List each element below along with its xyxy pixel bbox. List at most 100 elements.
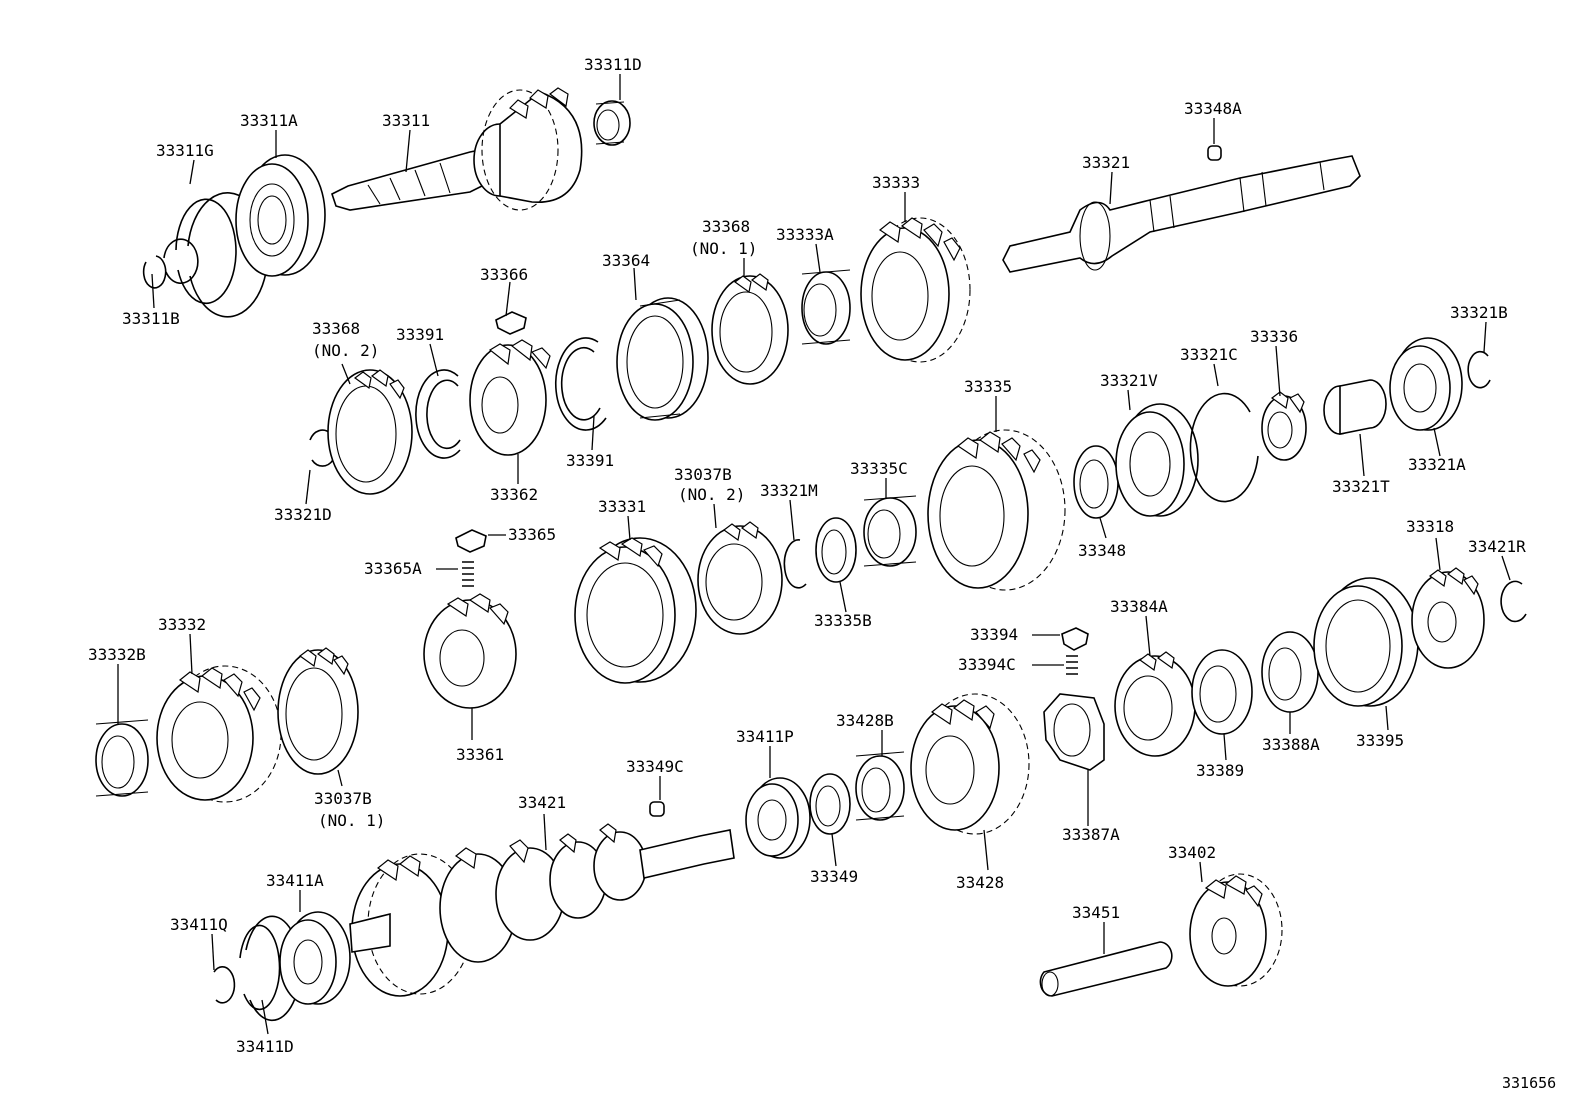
part-33336-gear xyxy=(1261,391,1307,461)
part-33321v-bearing xyxy=(1115,403,1199,517)
label-33318: 33318 xyxy=(1406,517,1454,536)
part-33388a-ring xyxy=(1261,631,1319,713)
part-33368-no1-synchro-ring xyxy=(711,273,789,385)
part-33348-washer xyxy=(1073,445,1119,519)
part-labels: 33311D 33311A 33311 33311G 33311B 33348A… xyxy=(88,55,1556,1092)
part-33318-gear xyxy=(1411,567,1485,669)
label-33394c: 33394C xyxy=(958,655,1016,674)
label-33362: 33362 xyxy=(490,485,538,504)
label-33321m: 33321M xyxy=(760,481,818,500)
label-33311: 33311 xyxy=(382,111,430,130)
label-33037b-no1: 33037B xyxy=(314,789,372,808)
part-33361-synchro-hub xyxy=(423,593,517,709)
label-33421r: 33421R xyxy=(1468,537,1526,556)
label-33368-no2-note: (NO. 2) xyxy=(312,341,379,360)
part-33311b-snap-ring xyxy=(142,238,199,289)
part-33428b-needle-bearing xyxy=(855,751,905,821)
part-33389-ring xyxy=(1191,649,1253,735)
part-33331-hub-sleeve xyxy=(574,537,697,684)
label-33421: 33421 xyxy=(518,793,566,812)
label-33311d: 33311D xyxy=(584,55,642,74)
label-33395: 33395 xyxy=(1356,731,1404,750)
part-33335c-needle-bearing xyxy=(863,495,917,567)
label-33391-upper: 33391 xyxy=(396,325,444,344)
part-33411a-bearing xyxy=(279,911,351,1005)
part-33321-output-shaft xyxy=(1002,155,1361,273)
part-33311a-bearing xyxy=(235,154,326,277)
part-33333a-needle-bearing xyxy=(801,269,851,345)
label-33335: 33335 xyxy=(964,377,1012,396)
label-33368-no1-note: (NO. 1) xyxy=(690,239,757,258)
label-33348: 33348 xyxy=(1078,541,1126,560)
part-33321t-spacer xyxy=(1323,379,1387,435)
part-33349-washer xyxy=(809,773,851,835)
part-33333-gear xyxy=(860,217,971,363)
part-33391-snap-ring-left xyxy=(415,369,461,459)
label-33311b: 33311B xyxy=(122,309,180,328)
part-33321c-snap-ring xyxy=(1189,392,1259,503)
part-33411p-bearing xyxy=(745,777,811,859)
part-33421-counter-shaft xyxy=(349,823,735,997)
label-33332: 33332 xyxy=(158,615,206,634)
part-33332b-needle-bearing xyxy=(95,719,149,797)
part-33366-shifting-key xyxy=(495,311,527,335)
label-33384a: 33384A xyxy=(1110,597,1168,616)
part-33365a-spring xyxy=(462,561,474,587)
label-33387a: 33387A xyxy=(1062,825,1120,844)
label-33335b: 33335B xyxy=(814,611,872,630)
label-33333: 33333 xyxy=(872,173,920,192)
label-33037b-no2-note: (NO. 2) xyxy=(678,485,745,504)
part-33321b-snap-ring xyxy=(1467,350,1491,389)
part-33384a-synchro-ring xyxy=(1114,651,1196,757)
label-33402: 33402 xyxy=(1168,843,1216,862)
part-33394-shifting-key xyxy=(1061,627,1089,651)
label-33336: 33336 xyxy=(1250,327,1298,346)
part-33428-gear xyxy=(910,693,1030,835)
part-33365-shifting-key xyxy=(455,529,487,553)
label-33361: 33361 xyxy=(456,745,504,764)
label-33333a: 33333A xyxy=(776,225,834,244)
label-33391-lower: 33391 xyxy=(566,451,614,470)
part-33364-hub-sleeve xyxy=(616,297,709,421)
label-33411p: 33411P xyxy=(736,727,794,746)
label-33348a: 33348A xyxy=(1184,99,1242,118)
part-33311-input-shaft xyxy=(331,87,583,211)
label-33311g: 33311G xyxy=(156,141,214,160)
part-33321m-snap-ring xyxy=(783,539,807,589)
part-33395-hub-sleeve xyxy=(1313,577,1419,707)
label-33411q: 33411Q xyxy=(170,915,228,934)
label-33321v: 33321V xyxy=(1100,371,1158,390)
label-33311a: 33311A xyxy=(240,111,298,130)
label-33428: 33428 xyxy=(956,873,1004,892)
part-33349c-pin xyxy=(649,801,665,817)
label-33364: 33364 xyxy=(602,251,650,270)
part-33411q-snap-ring xyxy=(213,966,236,1004)
label-33368-no1: 33368 xyxy=(702,217,750,236)
part-33391-snap-ring-right xyxy=(555,337,607,431)
diagram-id: 331656 xyxy=(1502,1074,1556,1092)
label-33037b-no2: 33037B xyxy=(674,465,732,484)
leader-lines xyxy=(117,74,1511,1035)
part-33348a-pin xyxy=(1207,145,1222,161)
part-33037b-no1-synchro-ring xyxy=(277,647,359,775)
label-33388a: 33388A xyxy=(1262,735,1320,754)
label-33321a: 33321A xyxy=(1408,455,1466,474)
label-33331: 33331 xyxy=(598,497,646,516)
part-33321a-bearing xyxy=(1389,337,1463,431)
label-33368-no2: 33368 xyxy=(312,319,360,338)
label-33411a: 33411A xyxy=(266,871,324,890)
part-33394c-spring xyxy=(1066,655,1078,675)
label-33321c: 33321C xyxy=(1180,345,1238,364)
label-33321d: 33321D xyxy=(274,505,332,524)
part-33311d-needle-bearing xyxy=(593,100,631,146)
label-33349c: 33349C xyxy=(626,757,684,776)
label-33389: 33389 xyxy=(1196,761,1244,780)
part-33335b-washer xyxy=(815,517,857,583)
part-33402-idler-gear xyxy=(1189,873,1283,987)
label-33335c: 33335C xyxy=(850,459,908,478)
label-33428b: 33428B xyxy=(836,711,894,730)
label-33365a: 33365A xyxy=(364,559,422,578)
label-33037b-no1-note: (NO. 1) xyxy=(318,811,385,830)
label-33394: 33394 xyxy=(970,625,1018,644)
